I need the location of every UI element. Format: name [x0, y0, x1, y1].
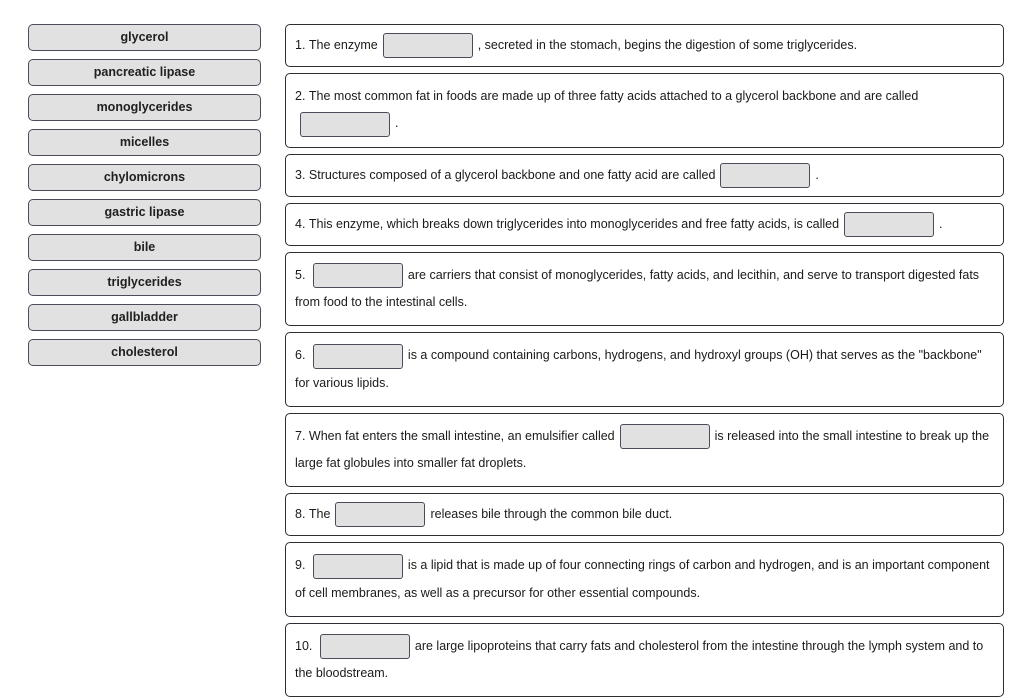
question-number: 3. [295, 167, 306, 182]
question-panel: 4. This enzyme, which breaks down trigly… [285, 202, 1004, 247]
word-bank-chip[interactable]: pancreatic lipase [28, 59, 261, 86]
question-text-after-blank: . [939, 217, 943, 232]
question-panel: 10. are large lipoproteins that carry fa… [285, 622, 1004, 697]
word-bank-chip[interactable]: micelles [28, 129, 261, 156]
question-panel: 3. Structures composed of a glycerol bac… [285, 153, 1004, 197]
question-number: 6. [295, 348, 306, 363]
word-bank-chip[interactable]: gallbladder [28, 304, 261, 331]
word-bank-chip[interactable]: bile [28, 234, 261, 261]
question-text-before-blank: This enzyme, which breaks down triglycer… [308, 217, 840, 232]
question-panel: 2. The most common fat in foods are made… [285, 73, 1004, 148]
question-text-after-blank: is a lipid that is made up of four conne… [295, 558, 990, 600]
question-number: 4. [295, 217, 306, 232]
word-bank-chip[interactable]: triglycerides [28, 269, 261, 296]
answer-drop-zone[interactable] [619, 424, 710, 450]
question-text-before-blank: The [308, 507, 331, 522]
answer-drop-zone[interactable] [312, 553, 403, 579]
question-text-before-blank: The most common fat in foods are made up… [308, 89, 919, 104]
answer-drop-zone[interactable] [844, 212, 935, 238]
answer-drop-zone[interactable] [312, 343, 403, 369]
question-text-after-blank: , secreted in the stomach, begins the di… [477, 38, 858, 53]
question-text-after-blank: . [395, 116, 399, 131]
question-text-after-blank: releases bile through the common bile du… [430, 507, 673, 522]
question-text-before-blank: The enzyme [308, 38, 378, 53]
word-bank-chip[interactable]: monoglycerides [28, 94, 261, 121]
answer-drop-zone[interactable] [720, 162, 811, 188]
answer-drop-zone[interactable] [382, 33, 473, 59]
question-text-after-blank: is released into the small intestine to … [295, 429, 990, 471]
question-number: 5. [295, 268, 306, 283]
question-text-after-blank: is a compound containing carbons, hydrog… [295, 348, 982, 390]
question-number: 7. [295, 429, 306, 444]
answer-drop-zone[interactable] [319, 634, 410, 660]
question-panel: 5. are carriers that consist of monoglyc… [285, 252, 1004, 327]
question-text-before-blank: Structures composed of a glycerol backbo… [308, 167, 716, 182]
answer-drop-zone[interactable] [312, 263, 403, 289]
word-bank-chip[interactable]: gastric lipase [28, 199, 261, 226]
word-bank-chip[interactable]: cholesterol [28, 339, 261, 366]
answer-drop-zone[interactable] [300, 111, 390, 137]
question-text-after-blank: are carriers that consist of monoglyceri… [295, 268, 980, 310]
question-number: 2. [295, 89, 306, 104]
question-number: 9. [295, 558, 306, 573]
question-text-after-blank: . [815, 167, 819, 182]
question-text-before-blank: When fat enters the small intestine, an … [308, 429, 615, 444]
question-number: 10. [295, 639, 313, 654]
question-panel: 6. is a compound containing carbons, hyd… [285, 332, 1004, 407]
question-number: 1. [295, 38, 306, 53]
question-panel: 9. is a lipid that is made up of four co… [285, 542, 1004, 617]
answer-drop-zone[interactable] [335, 502, 426, 528]
word-bank: glycerol pancreatic lipase monoglycerides m… [28, 24, 261, 366]
question-panel: 7. When fat enters the small intestine, … [285, 412, 1004, 488]
question-panel: 1. The enzyme , secreted in the stomach, … [285, 24, 1004, 68]
question-list: 1. The enzyme , secreted in the stomach, … [285, 24, 1004, 697]
exercise-page: glycerol pancreatic lipase monoglycerides m… [28, 24, 1004, 697]
word-bank-chip[interactable]: chylomicrons [28, 164, 261, 191]
question-number: 8. [295, 507, 306, 522]
word-bank-chip[interactable]: glycerol [28, 24, 261, 51]
question-panel: 8. The releases bile through the common b… [285, 493, 1004, 537]
